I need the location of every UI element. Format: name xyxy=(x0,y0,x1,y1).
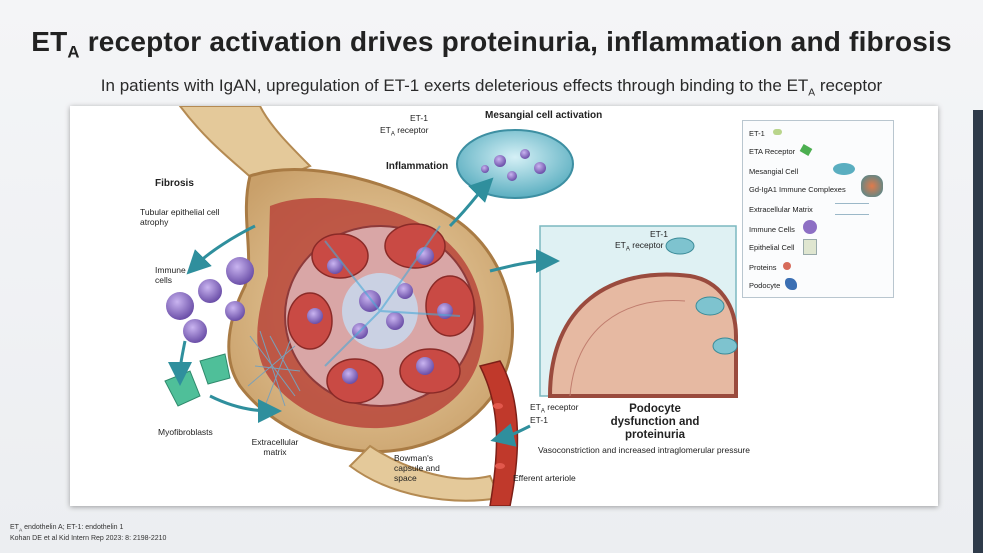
vasoconstriction-label: Vasoconstriction and increased intraglom… xyxy=(538,445,750,455)
podocyte-dysfunction-label: Podocyte dysfunction and proteinuria xyxy=(610,403,700,442)
legend-item-podocyte: Podocyte xyxy=(749,281,781,290)
legend-item-et1: ET-1 xyxy=(749,129,765,138)
mesangial-activation-inset xyxy=(456,129,574,199)
protein-icon xyxy=(783,262,791,270)
footnote-abbreviations: ETA endothelin A; ET-1: endothelin 1 xyxy=(10,524,124,534)
myofibroblasts-label: Myofibroblasts xyxy=(158,427,213,437)
kidney-illustration: Fibrosis Tubular epithelial cell atrophy… xyxy=(70,106,938,506)
footnote-reference: Kohan DE et al Kid Intern Rep 2023: 8: 2… xyxy=(10,535,167,542)
eta-receptor-top-label: ETA receptor xyxy=(380,125,429,138)
podocyte-cells xyxy=(665,237,738,355)
process-arrows xyxy=(168,177,560,447)
slide-title: ETA receptor activation drives proteinur… xyxy=(31,26,952,62)
extracellular-matrix-fibers xyxy=(247,330,301,407)
eta-receptor-podocyte-label: ETA receptor xyxy=(615,240,664,253)
et1-bottom-label: ET-1 xyxy=(530,415,548,425)
legend-item-immune-cells: Immune Cells xyxy=(749,225,795,234)
legend-item-immune-complexes: Gd-IgA1 Immune Complexes xyxy=(749,185,846,194)
kidney-illustration-graphic xyxy=(164,106,738,506)
bowman-capsule-label: Bowman's capsule and space xyxy=(394,453,440,483)
receptor-icon xyxy=(799,144,813,156)
tubular-atrophy-label: Tubular epithelial cell atrophy xyxy=(140,207,220,227)
matrix-icon xyxy=(835,203,869,215)
mesangial-cell-icon xyxy=(833,163,855,175)
immune-cells-label: Immune cells xyxy=(155,265,186,285)
et1-top-label: ET-1 xyxy=(410,113,428,123)
inflammation-label: Inflammation xyxy=(386,161,449,172)
extracellular-matrix-label: Extracellular matrix xyxy=(251,437,299,457)
fibrosis-label: Fibrosis xyxy=(155,178,194,189)
podocyte-icon xyxy=(785,278,797,290)
legend-item-matrix: Extracellular Matrix xyxy=(749,205,813,214)
myofibroblast-cells xyxy=(164,353,231,407)
legend-item-eta-receptor: ETA Receptor xyxy=(749,147,796,156)
fibrosis-immune-cells xyxy=(166,257,254,343)
immune-complex-icon xyxy=(861,175,883,197)
legend-box: ET-1 ETA Receptor Mesangial Cell Gd-IgA1… xyxy=(742,120,894,298)
legend-item-mesangial: Mesangial Cell xyxy=(749,167,799,176)
efferent-arteriole-label: Efferent arteriole xyxy=(513,473,576,483)
slide-side-bar xyxy=(973,110,983,553)
et1-icon xyxy=(773,129,782,135)
immune-cell-icon xyxy=(803,220,817,234)
legend-item-epithelial: Epithelial Cell xyxy=(749,243,795,252)
activation-burst xyxy=(324,225,461,367)
mesangial-inset-cells xyxy=(481,149,546,181)
epithelial-cell-icon xyxy=(803,239,817,255)
et1-podocyte-label: ET-1 xyxy=(650,229,668,239)
eta-receptor-bottom-label: ETA receptor xyxy=(530,402,579,415)
mesangial-activation-label: Mesangial cell activation xyxy=(485,110,603,121)
legend-item-proteins: Proteins xyxy=(749,263,777,272)
podocyte-inset-vessel xyxy=(547,272,738,398)
slide-subtitle: In patients with IgAN, upregulation of E… xyxy=(100,76,883,99)
